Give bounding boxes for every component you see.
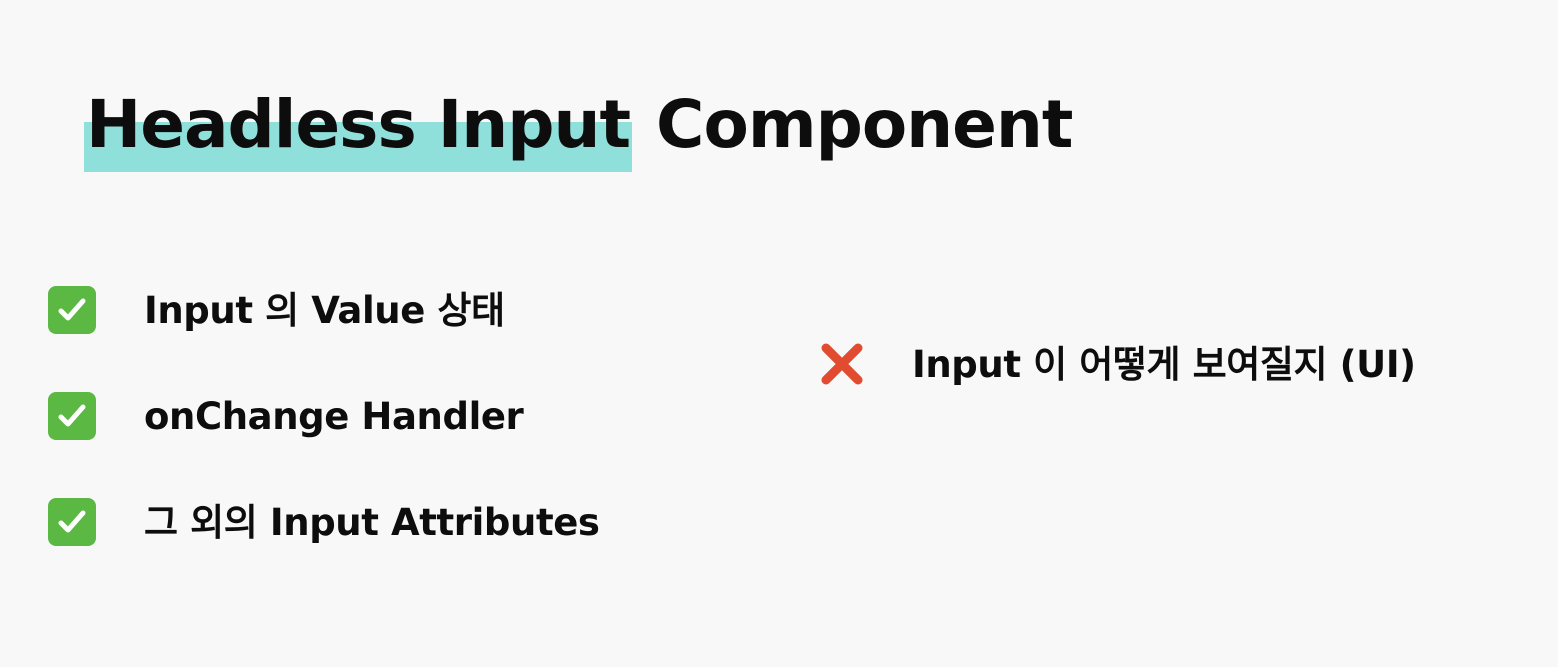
cross-mark-icon: [816, 338, 868, 390]
title-rest-text: Component: [656, 86, 1073, 164]
title-highlighted-text: Headless Input: [84, 86, 633, 173]
excluded-feature-label: Input 이 어떻게 보여질지 (UI): [912, 342, 1416, 386]
included-item-label: Input 의 Value 상태: [144, 288, 505, 332]
excluded-feature-item: Input 이 어떻게 보여질지 (UI): [816, 338, 1536, 390]
check-mark-icon: [48, 286, 96, 334]
included-item-input-attributes: 그 외의 Input Attributes: [48, 497, 748, 547]
included-features-list: Input 의 Value 상태 onChange Handler 그 외의 I…: [48, 285, 748, 547]
included-item-onchange-handler: onChange Handler: [48, 391, 748, 441]
included-item-label: 그 외의 Input Attributes: [144, 500, 600, 544]
included-item-value-state: Input 의 Value 상태: [48, 285, 748, 335]
included-item-label: onChange Handler: [144, 394, 524, 438]
check-mark-icon: [48, 498, 96, 546]
page-title: Headless Input Component: [84, 84, 1073, 173]
check-mark-icon: [48, 392, 96, 440]
